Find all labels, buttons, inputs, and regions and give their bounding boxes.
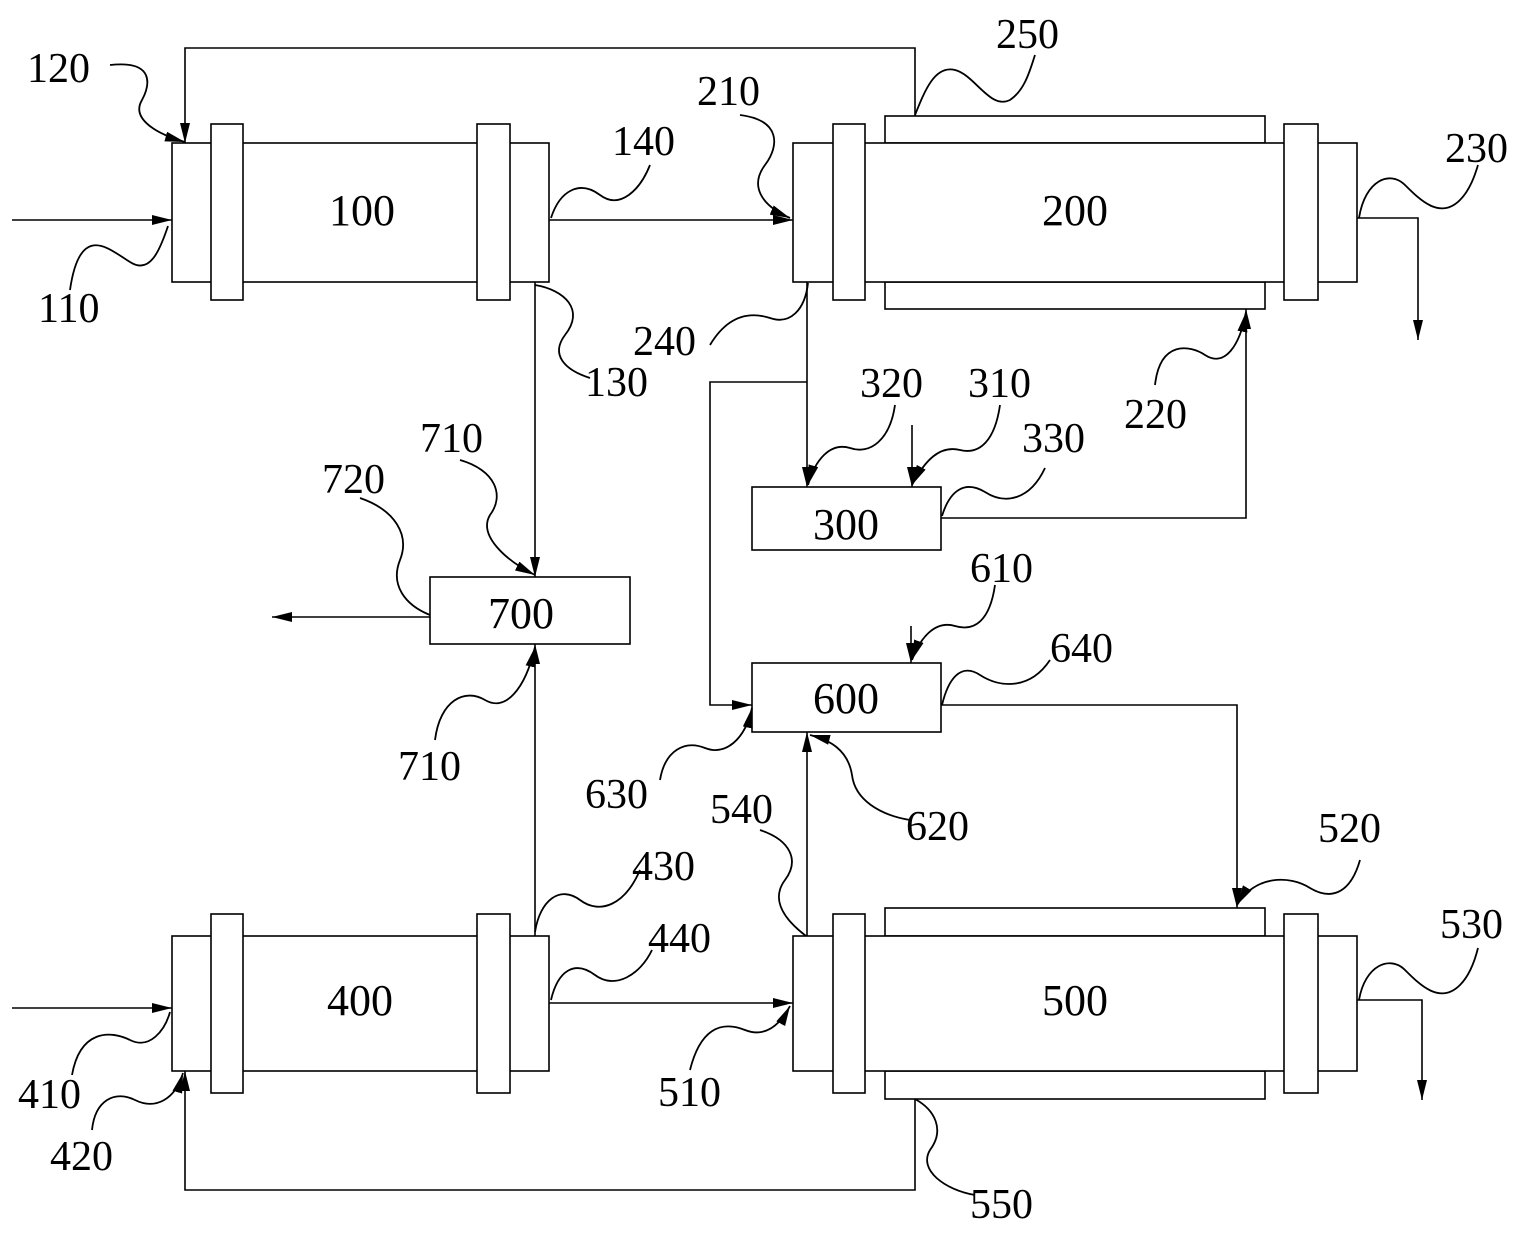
ref-140: 140 [612, 119, 675, 165]
ref-630: 630 [585, 772, 648, 818]
leader-530 [1358, 947, 1479, 1001]
unit-100: 100 [171, 123, 550, 301]
ref-310: 310 [968, 361, 1031, 407]
leader-250 [914, 54, 1036, 116]
unit-400-left-flange [210, 913, 244, 1094]
unit-500-right-flange [1283, 913, 1319, 1094]
leader-110 [69, 225, 169, 291]
unit-400-label: 400 [327, 976, 393, 1025]
reference-labels: 110 120 130 140 210 220 230 240 250 310 … [18, 12, 1508, 1228]
unit-200-bottom-jacket [884, 281, 1266, 310]
ref-240: 240 [633, 319, 696, 365]
ref-520: 520 [1318, 806, 1381, 852]
ref-530: 530 [1440, 902, 1503, 948]
leader-220 [1154, 311, 1248, 386]
unit-700: 700 [429, 576, 631, 645]
unit-400: 400 [171, 913, 550, 1094]
unit-300: 300 [751, 486, 942, 551]
ref-130: 130 [585, 360, 648, 406]
unit-400-right-flange [476, 913, 511, 1094]
leader-430 [534, 869, 641, 933]
leader-230 [1358, 164, 1479, 219]
ref-320: 320 [860, 361, 923, 407]
ref-410: 410 [18, 1072, 81, 1118]
leader-720 [359, 497, 431, 616]
ref-330: 330 [1022, 416, 1085, 462]
flow-250-recycle [180, 47, 916, 143]
leader-420 [91, 1072, 184, 1131]
leader-710-top [459, 459, 536, 576]
flow-lines [12, 47, 1427, 1191]
leader-320 [807, 404, 896, 486]
leader-240 [709, 282, 809, 346]
leader-640 [941, 659, 1051, 706]
unit-100-left-flange [210, 123, 244, 301]
leader-710-bottom [434, 646, 536, 741]
flow-240-branch-to-600 [709, 381, 807, 710]
leader-630 [659, 707, 753, 781]
leader-210 [739, 114, 791, 219]
leader-440 [550, 949, 653, 1001]
unit-500-bottom-jacket [884, 1070, 1266, 1100]
leader-140 [550, 164, 651, 219]
ref-620: 620 [906, 804, 969, 850]
ref-710-bottom: 710 [398, 744, 461, 790]
ref-440: 440 [648, 916, 711, 962]
flow-640-to-520 [941, 704, 1242, 908]
unit-600: 600 [751, 662, 942, 733]
unit-200-label: 200 [1042, 186, 1108, 235]
ref-710-top: 710 [420, 416, 483, 462]
leader-550 [914, 1098, 976, 1196]
ref-550: 550 [970, 1182, 1033, 1228]
unit-500-left-flange [832, 913, 866, 1094]
unit-200-right-flange [1283, 123, 1319, 301]
unit-500-label: 500 [1042, 976, 1108, 1025]
unit-500-top-jacket [884, 907, 1266, 937]
flow-230-outlet [1357, 217, 1423, 340]
unit-200-left-flange [832, 123, 866, 301]
leader-620 [809, 734, 911, 821]
flow-550-recycle [180, 1071, 916, 1191]
ref-430: 430 [632, 844, 695, 890]
leader-130 [534, 284, 591, 379]
ref-720: 720 [322, 457, 385, 503]
unit-700-label: 700 [488, 589, 554, 638]
unit-200-top-jacket [884, 115, 1266, 144]
ref-420: 420 [50, 1134, 113, 1180]
unit-300-label: 300 [813, 500, 879, 549]
leader-310 [911, 404, 1001, 486]
unit-600-label: 600 [813, 674, 879, 723]
leader-330 [941, 467, 1046, 517]
flow-330-to-220 [941, 309, 1251, 519]
leader-510 [689, 1005, 791, 1071]
ref-250: 250 [996, 12, 1059, 58]
unit-500: 500 [792, 907, 1358, 1100]
ref-510: 510 [658, 1070, 721, 1116]
ref-210: 210 [697, 69, 760, 115]
ref-230: 230 [1445, 126, 1508, 172]
leader-120 [109, 63, 186, 143]
flow-530-outlet [1357, 999, 1427, 1100]
leader-610 [911, 584, 996, 661]
leader-410 [71, 1011, 171, 1076]
ref-120: 120 [27, 46, 90, 92]
leader-520 [1236, 859, 1361, 906]
ref-110: 110 [38, 286, 99, 332]
ref-220: 220 [1124, 392, 1187, 438]
unit-200: 200 [792, 115, 1358, 310]
unit-100-label: 100 [329, 186, 395, 235]
leader-lines [69, 54, 1479, 1196]
ref-610: 610 [970, 546, 1033, 592]
ref-540: 540 [710, 787, 773, 833]
ref-640: 640 [1050, 626, 1113, 672]
leader-540 [759, 829, 807, 937]
unit-100-right-flange [476, 123, 511, 301]
